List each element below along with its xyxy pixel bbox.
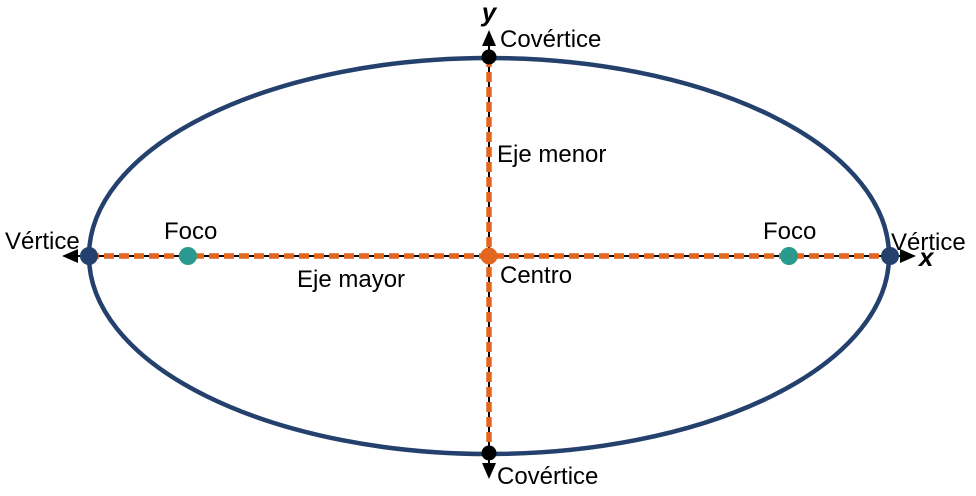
major-axis-label: Eje mayor (297, 266, 405, 293)
vertex-right-label: Vértice (891, 229, 966, 256)
x-axis-left-arrow-icon (62, 249, 78, 263)
x-axis-label: x (917, 242, 935, 272)
center-label: Centro (500, 262, 572, 289)
focus-right-label: Foco (763, 218, 816, 245)
vertex-left-point (80, 247, 98, 265)
focus-left-label: Foco (164, 218, 217, 245)
vertex-left-label: Vértice (5, 228, 80, 255)
minor-axis-label: Eje menor (497, 141, 606, 168)
covertex-bottom-point (481, 445, 497, 461)
covertex-top-label: Covértice (500, 26, 601, 53)
covertex-bottom-label: Covértice (497, 463, 598, 490)
y-axis-down-arrow-icon (482, 463, 496, 479)
y-axis-up-arrow-icon (482, 30, 496, 46)
y-axis-label: y (480, 0, 498, 27)
focus-left-point (179, 247, 197, 265)
center-point (480, 247, 498, 265)
covertex-top-point (481, 49, 497, 65)
vertex-right-point (881, 247, 899, 265)
x-axis-right-arrow-icon (900, 249, 916, 263)
focus-right-point (780, 247, 798, 265)
